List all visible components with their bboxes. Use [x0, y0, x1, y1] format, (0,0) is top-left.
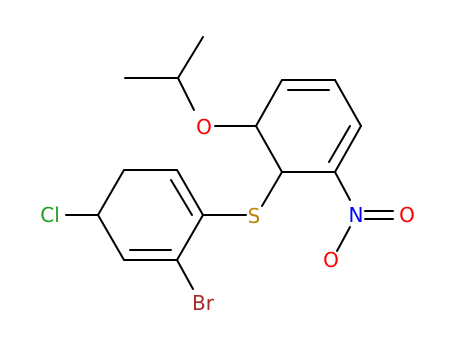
bond-n-o-bottom — [336, 226, 351, 252]
bond-isopropyl-ch-o — [177, 77, 195, 111]
bonds — [65, 36, 394, 290]
atom-oxygen-nitro-right: O — [399, 203, 415, 227]
ring-a-bond-4 — [334, 125, 362, 173]
ring-a-bond-6 — [255, 125, 283, 173]
bond-ring-b-br — [176, 259, 194, 290]
atom-chlorine: Cl — [40, 203, 60, 227]
atom-oxygen-nitro-bottom: O — [323, 248, 339, 272]
ring-a-bond-3 — [334, 79, 362, 127]
ring-b-bond-3 — [97, 169, 125, 216]
atom-oxygen-ether: O — [196, 115, 212, 139]
ring-b-bond-1-inner — [170, 179, 193, 216]
bond-ring-a-s — [261, 171, 283, 207]
ring-a-bond-1 — [255, 79, 283, 127]
ring-b-bond-6 — [176, 214, 204, 261]
ring-b-bond-1 — [176, 169, 204, 216]
atom-bromine: Br — [192, 291, 215, 315]
bond-ring-a-n — [334, 171, 351, 201]
atom-nitrogen: N — [349, 203, 364, 227]
ring-b-bond-4 — [97, 214, 125, 261]
atom-labels: O S Cl Br N O O — [40, 115, 415, 315]
ring-a-bond-4-inner — [328, 125, 351, 163]
atom-sulfur: S — [248, 204, 261, 228]
bond-isopropyl-ch3-top — [177, 36, 204, 79]
